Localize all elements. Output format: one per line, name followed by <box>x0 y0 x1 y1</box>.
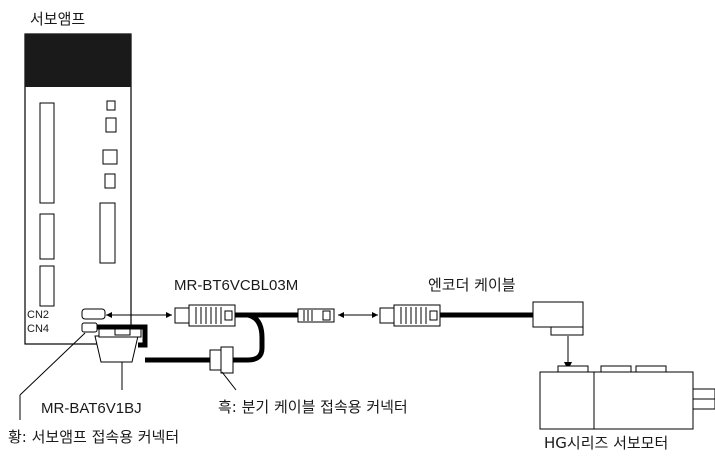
battery-unit <box>94 324 148 363</box>
motor-label: HG시리즈 서보모터 <box>544 434 668 452</box>
black-connector-label: 흑: 분기 케이블 접속용 커넥터 <box>218 398 408 416</box>
yellow-connector-leader <box>19 332 86 396</box>
servo-amp-label: 서보앰프 <box>30 10 85 28</box>
black-connector-leader <box>221 371 237 391</box>
servo-motor <box>539 365 715 430</box>
motor-arrow <box>564 336 572 370</box>
branch-cable-label: MR-BT6VCBL03M <box>174 277 298 294</box>
servo-amplifier <box>24 33 132 345</box>
cn2-arrow <box>106 312 172 318</box>
branch-cable <box>145 304 335 374</box>
link-arrow <box>338 312 378 318</box>
cn2-label: CN2 <box>27 309 49 321</box>
cn4-label: CN4 <box>27 323 49 335</box>
encoder-cable-label: 엔코더 케이블 <box>428 276 516 294</box>
battery-label: MR-BAT6V1BJ <box>41 400 142 417</box>
encoder-cable <box>379 301 584 336</box>
yellow-connector-label: 황: 서보앰프 접속용 커넥터 <box>8 428 179 446</box>
